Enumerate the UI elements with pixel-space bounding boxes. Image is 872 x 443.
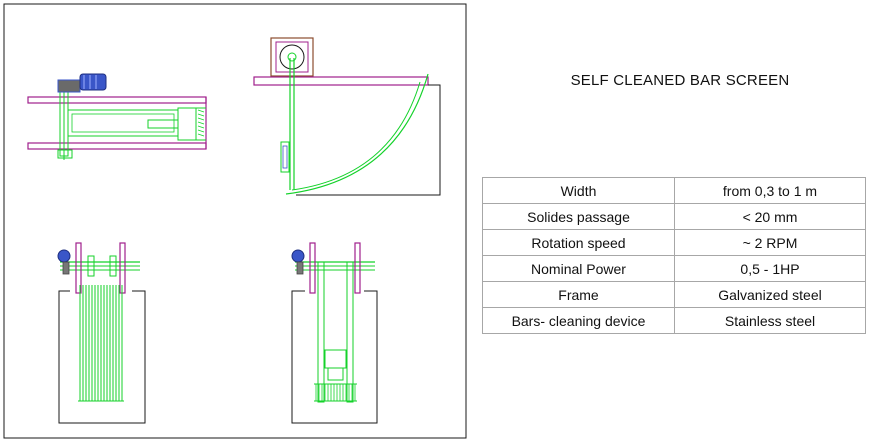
table-row: Frame Galvanized steel: [482, 281, 866, 308]
spec-label: Frame: [482, 281, 675, 308]
front-view-rake: [291, 242, 378, 424]
spec-value: < 20 mm: [674, 203, 866, 230]
spec-value: 0,5 - 1HP: [674, 255, 866, 282]
spec-value: from 0,3 to 1 m: [674, 177, 866, 204]
front-view-bars: [57, 242, 146, 424]
table-row: Nominal Power 0,5 - 1HP: [482, 255, 866, 282]
spec-label: Rotation speed: [482, 229, 675, 256]
plan-view: [27, 73, 207, 160]
table-row: Solides passage < 20 mm: [482, 203, 866, 230]
spec-value: Galvanized steel: [674, 281, 866, 308]
specs-table: Width from 0,3 to 1 m Solides passage < …: [482, 177, 866, 334]
table-row: Width from 0,3 to 1 m: [482, 177, 866, 204]
spec-label: Bars- cleaning device: [482, 307, 675, 334]
spec-label: Nominal Power: [482, 255, 675, 282]
drawing-title: SELF CLEANED BAR SCREEN: [570, 72, 790, 89]
spec-value: ~ 2 RPM: [674, 229, 866, 256]
table-row: Bars- cleaning device Stainless steel: [482, 307, 866, 334]
side-view: [253, 37, 441, 196]
spec-label: Solides passage: [482, 203, 675, 230]
drawing-border: [3, 3, 467, 439]
spec-value: Stainless steel: [674, 307, 866, 334]
table-row: Rotation speed ~ 2 RPM: [482, 229, 866, 256]
spec-label: Width: [482, 177, 675, 204]
